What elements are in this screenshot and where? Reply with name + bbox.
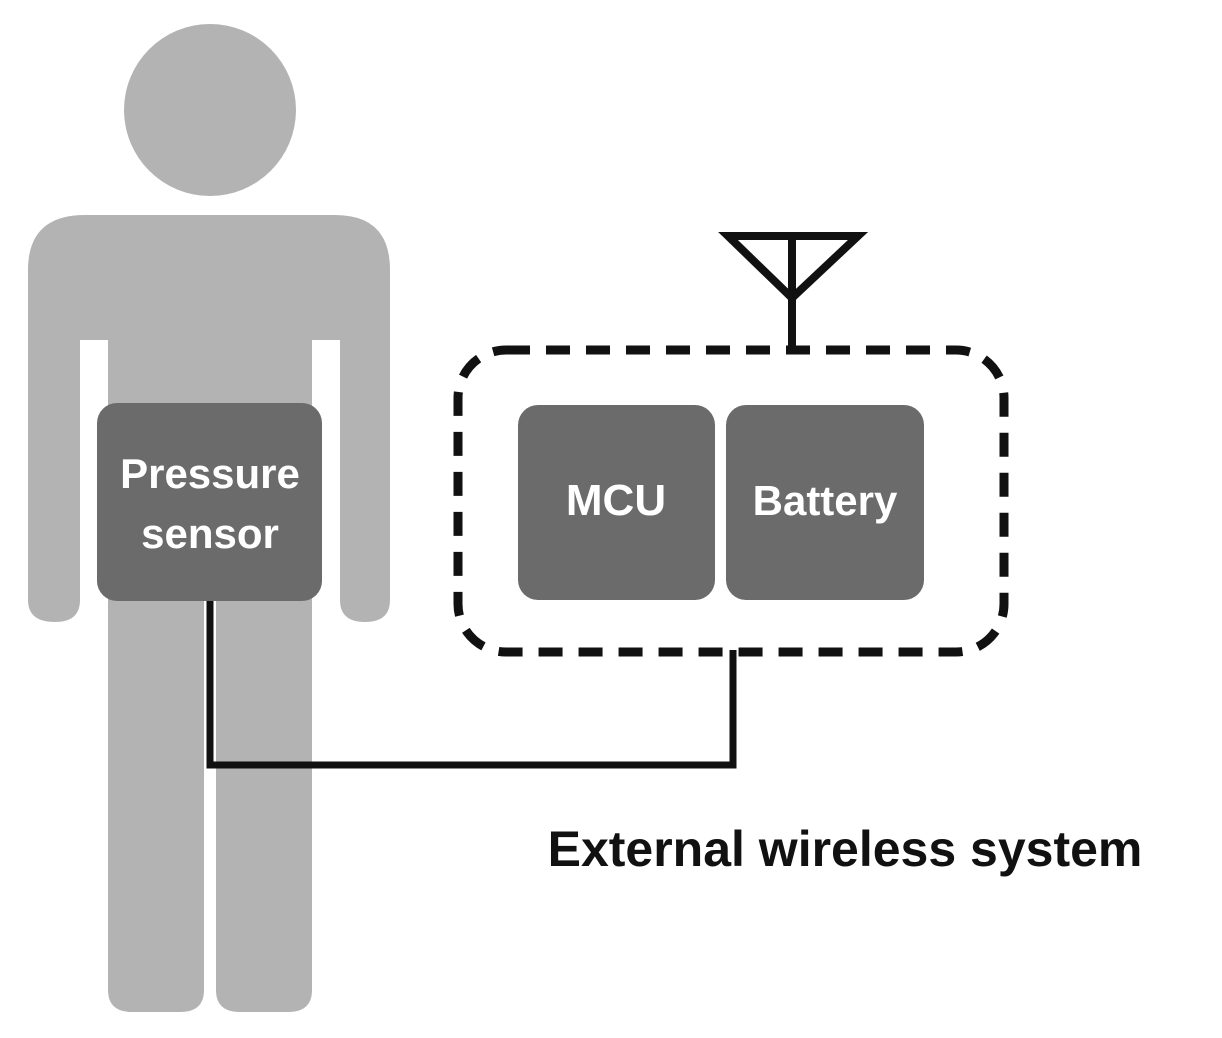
pressure-sensor-box	[97, 403, 322, 601]
connection-wire	[206, 601, 737, 769]
pressure-sensor-module: Pressure sensor	[97, 403, 322, 601]
person-right-leg	[216, 590, 312, 1012]
battery-box	[726, 405, 924, 600]
external-system-caption: External wireless system	[548, 821, 1143, 877]
person-head	[124, 24, 296, 196]
mcu-module: MCU	[518, 405, 715, 600]
mcu-box	[518, 405, 715, 600]
battery-module: Battery	[726, 405, 924, 600]
pressure-sensor-label-line1: Pressure	[120, 450, 300, 497]
battery-label: Battery	[753, 477, 898, 524]
pressure-sensor-label-line2: sensor	[141, 510, 279, 557]
antenna-icon	[718, 232, 869, 350]
person-left-leg	[108, 590, 204, 1012]
mcu-label: MCU	[566, 476, 666, 525]
